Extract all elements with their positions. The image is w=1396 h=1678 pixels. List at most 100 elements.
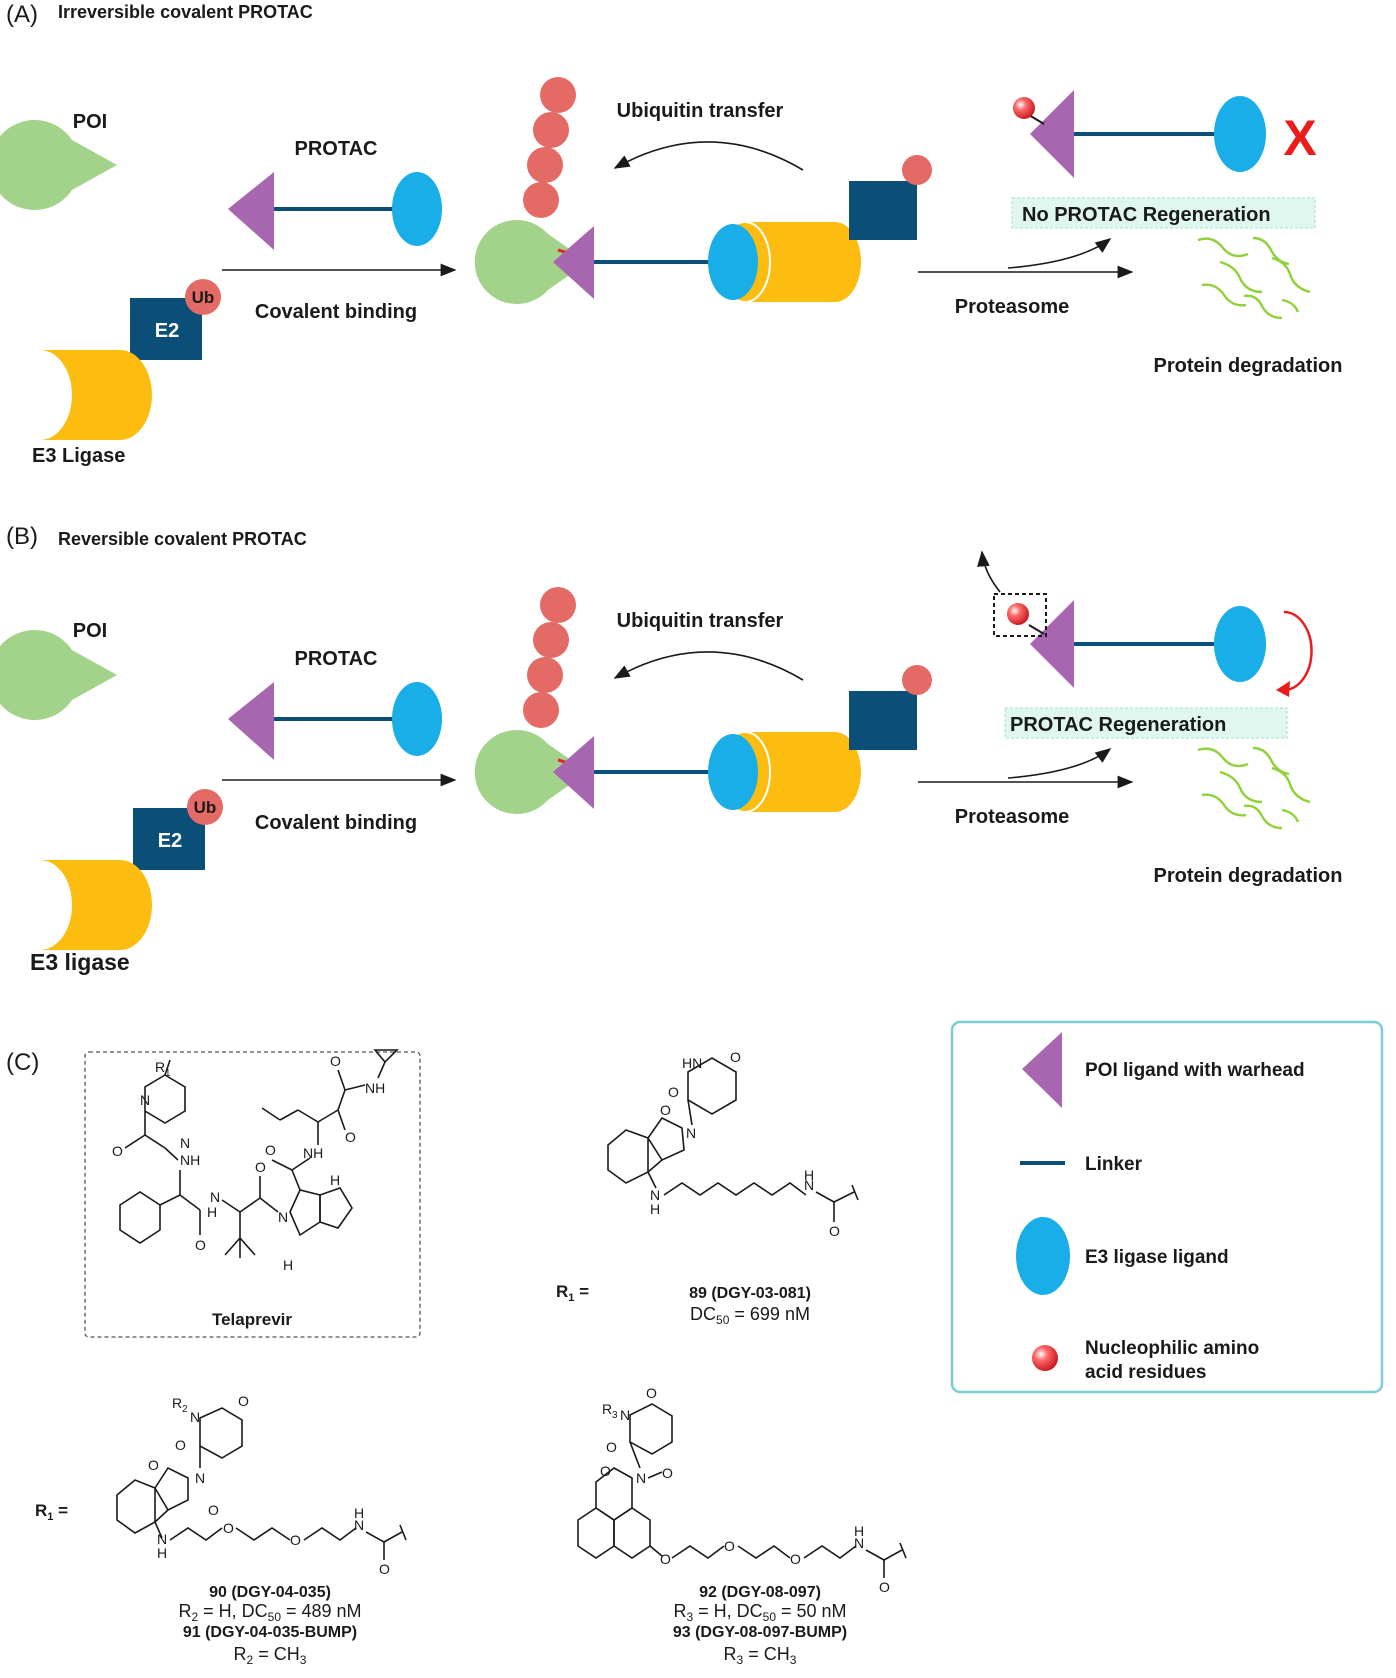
- e3-ligand-ellipse-icon: [1214, 606, 1266, 682]
- panel-b-title: Reversible covalent PROTAC: [58, 529, 307, 549]
- covalent-binding-label: Covalent binding: [255, 812, 417, 834]
- compound-89-name: 89 (DGY-03-081): [689, 1285, 811, 1302]
- atom-label: H: [283, 1257, 293, 1273]
- ternary-complex: [474, 587, 932, 815]
- atom-label: N: [195, 1470, 205, 1486]
- panel-b-tag: (B): [6, 523, 38, 550]
- compound-90-structure: R 2 N O O N O O H N O O N H O: [116, 1393, 407, 1577]
- telaprevir-box: [84, 1051, 421, 1338]
- poi-ligand-triangle-icon: [228, 172, 274, 250]
- legend-linker: Linker: [1085, 1154, 1143, 1175]
- poi-ligand-triangle-icon: [1030, 90, 1074, 178]
- release-arrow: [1007, 238, 1112, 269]
- ubiquitin-transfer-arrow: [613, 141, 804, 171]
- atom-label: O: [112, 1143, 123, 1159]
- atom-label: O: [208, 1502, 219, 1518]
- atom-label: N: [190, 1409, 200, 1425]
- regeneration-cycle-arrowhead: [1276, 681, 1290, 697]
- compound-89-structure: O HN O N O N H N H O: [607, 1049, 859, 1239]
- legend-triangle-icon: [1022, 1032, 1062, 1108]
- e3-ligase-icon: [745, 732, 861, 812]
- compound-89-dc50: DC50 = 699 nM: [690, 1304, 810, 1327]
- poi-pacman-icon: [474, 730, 588, 815]
- e2-label: E2: [158, 830, 182, 852]
- e3-label: E3 ligase: [30, 949, 130, 975]
- atom-label: O: [879, 1579, 890, 1595]
- poi-ligand-triangle-icon: [228, 682, 274, 760]
- atom-label: NH: [303, 1145, 323, 1161]
- ub-chain-bead-icon: [527, 657, 563, 693]
- atom-label: O: [265, 1142, 276, 1158]
- telaprevir-label: Telaprevir: [212, 1310, 292, 1329]
- atom-label: H: [650, 1201, 660, 1217]
- e3-ligand-ellipse-icon: [708, 224, 758, 300]
- atom-label: N: [620, 1407, 630, 1423]
- compound-92-detail: R3 = H, DC50 = 50 nM: [673, 1601, 846, 1624]
- atom-label: O: [730, 1049, 741, 1065]
- r1-label: R1 =: [556, 1282, 589, 1304]
- ubiquitin-icon: [185, 279, 221, 315]
- panel-a-tag: (A): [6, 1, 38, 28]
- atom-label: N: [686, 1125, 696, 1141]
- panel-a-title: Irreversible covalent PROTAC: [58, 2, 313, 22]
- atom-label: N: [140, 1092, 150, 1108]
- warhead-bond: [1028, 624, 1045, 635]
- poi-label: POI: [73, 620, 107, 642]
- e3-ligand-ellipse-icon: [392, 682, 442, 756]
- legend-box: [950, 1020, 1384, 1394]
- telaprevir-structure: R 1 N N O NH O N H O: [112, 1049, 399, 1273]
- legend-nucleophile-icon: [1032, 1345, 1058, 1371]
- legend-poi-ligand: POI ligand with warhead: [1085, 1060, 1305, 1081]
- degradation-label: Protein degradation: [1154, 865, 1343, 887]
- atom-label: 3: [612, 1410, 618, 1421]
- atom-label: O: [660, 1551, 671, 1567]
- ub-label: Ub: [192, 288, 215, 307]
- poi-ligand-triangle-icon: [553, 736, 594, 809]
- atom-label: N: [354, 1517, 364, 1533]
- poi-ligand-triangle-icon: [553, 226, 594, 299]
- protac-label: PROTAC: [295, 138, 378, 160]
- degradation-fragments: [1197, 236, 1311, 320]
- atom-label: O: [646, 1385, 657, 1401]
- regeneration-label: No PROTAC Regeneration: [1022, 204, 1271, 226]
- nucleophile-release-box: [993, 593, 1047, 637]
- legend-e3-ligand: E3 ligase ligand: [1085, 1247, 1229, 1268]
- atom-label: O: [668, 1084, 679, 1100]
- poi-pacman-icon: [0, 120, 117, 210]
- ub-chain-bead-icon: [533, 622, 569, 658]
- covalent-binding-label: Covalent binding: [255, 301, 417, 323]
- atom-label: HN: [682, 1055, 702, 1071]
- nucleophile-residue-icon: [1013, 97, 1035, 119]
- regeneration-label: PROTAC Regeneration: [1010, 714, 1226, 736]
- atom-label: O: [175, 1437, 186, 1453]
- atom-label: N: [636, 1470, 646, 1486]
- atom-label: O: [255, 1159, 266, 1175]
- atom-label: R: [155, 1059, 165, 1075]
- degradation-label: Protein degradation: [1154, 355, 1343, 377]
- proteasome-label: Proteasome: [955, 296, 1070, 318]
- r1-label: R1 =: [35, 1501, 68, 1523]
- panel-c-tag: (C): [6, 1049, 39, 1076]
- atom-label: O: [606, 1439, 617, 1455]
- nucleophile-residue-icon: [1007, 603, 1029, 625]
- atom-label: NH: [365, 1080, 385, 1096]
- atom-label: N: [278, 1209, 288, 1225]
- ub-chain-bead-icon: [540, 587, 576, 623]
- regeneration-box: [1004, 707, 1288, 739]
- compound-91-name: 91 (DGY-04-035-BUMP): [183, 1624, 357, 1641]
- atom-label: O: [724, 1538, 735, 1554]
- compound-93-name: 93 (DGY-08-097-BUMP): [673, 1624, 847, 1641]
- regeneration-cycle-icon: [1283, 610, 1313, 692]
- atom-label: H: [804, 1167, 814, 1183]
- atom-label: O: [600, 1463, 611, 1479]
- poi-ligand-triangle-icon: [1030, 600, 1074, 688]
- e3-ligase-icon: [745, 222, 861, 302]
- ub-chain-bead-icon: [527, 147, 563, 183]
- panel-a: (A) Irreversible covalent PROTAC POI PRO…: [0, 1, 1342, 467]
- atom-label: O: [238, 1393, 249, 1409]
- atom-label: O: [829, 1223, 840, 1239]
- atom-label: O: [330, 1053, 341, 1069]
- atom-label: N: [854, 1535, 864, 1551]
- dissociation-arrow: [977, 550, 1001, 593]
